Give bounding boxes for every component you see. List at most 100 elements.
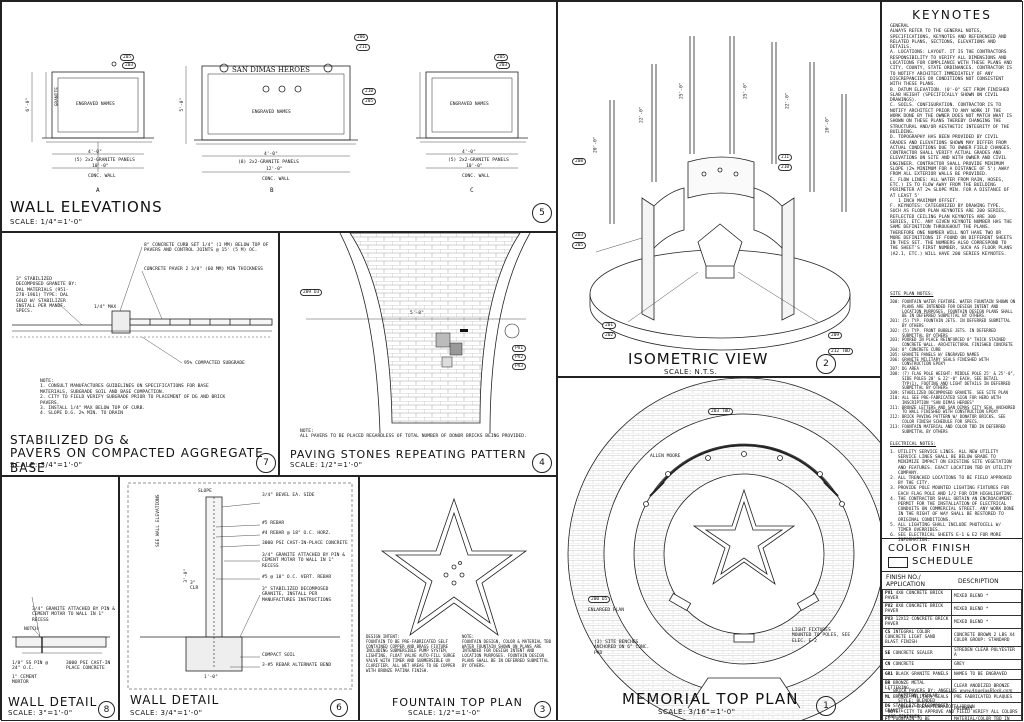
- paving-number: 4: [532, 453, 552, 473]
- schedule-application: CN CONCRETE: [882, 659, 952, 670]
- dg-section-drawing: [12, 246, 273, 364]
- iso-h5: 22'-0": [785, 92, 791, 110]
- wall-detail-6-drawing: [127, 482, 353, 690]
- wall-c-tag-1: 205: [494, 54, 509, 61]
- panel-isometric-view: 20'-0" 22'-0" 25'-0" 25'-0" 22'-0" 20'-0…: [557, 1, 881, 377]
- site-note-text: (5) TYP. FOUNTAIN JETS. IN DEFERRED SUBM…: [902, 318, 1011, 328]
- schedule-app-text: BRONZE METAL LETTERING: [885, 681, 925, 691]
- wd6-side-label: SEE WALL ELEVATIONS: [156, 494, 161, 547]
- schedule-title-1: COLOR FINISH: [888, 543, 972, 554]
- site-note-text: FOUNTAIN WATER FEATURE. WATER FOUNTAIN S…: [902, 299, 1016, 319]
- wd6-scale: SCALE: 3/4"=1'-0": [130, 709, 203, 717]
- wd6-title: WALL DETAIL: [130, 693, 220, 707]
- paving-tag-pv1: PV1: [512, 345, 527, 352]
- wall-elevations-number: 5: [532, 203, 552, 223]
- schedule-footer-4: COLOR: CREAM/TERRACOTTA/BROWN: [898, 704, 975, 710]
- panel-keynotes: KEYNOTES GENERAL ALWAYS REFER TO THE GEN…: [881, 1, 1023, 721]
- wall-a-dim-total: 10'-0": [92, 164, 109, 169]
- site-note-text: ALL SEE PRE-FABRICATED SIGN FOR HERO WIT…: [902, 394, 1001, 405]
- wall-b-engraved: ENGRAVED NAMES: [252, 110, 291, 115]
- paving-dim: 5'-8": [410, 311, 424, 316]
- wd6-callout-0: 3/4" BEVEL EA. SIDE: [262, 493, 315, 498]
- paving-tag-pv2: PV2: [512, 354, 527, 361]
- schedule-footer-2: PATTERN: ASHLAR: [898, 694, 938, 700]
- schedule-code: PV2: [885, 604, 896, 609]
- electrical-note-item: SEE ELECTRICAL SHEETS E-1 & E2 FOR MORE …: [898, 533, 1016, 543]
- wall-a-label: A: [96, 187, 100, 194]
- electrical-note-item: ALL LIGHTING SHALL INCLUDE PHOTOCELL W/ …: [898, 523, 1016, 533]
- wd6-clr: 3" CLR: [190, 581, 199, 592]
- schedule-description: MIXED BLEND *: [951, 615, 1022, 629]
- iso-tag-201: 201: [602, 322, 617, 329]
- site-note-number: 210:: [890, 394, 900, 400]
- iso-tag-205: 205: [572, 242, 587, 249]
- site-note-text: STABILIZED DECOMPOSED GRANITE. SEE SITE …: [902, 390, 1008, 396]
- memorial-tag-top: 203 TBD: [708, 408, 733, 415]
- iso-h2: 22'-0": [639, 106, 645, 124]
- schedule-application: CS INTEGRAL COLOR CONCRETE LIGHT SAND BL…: [882, 628, 952, 647]
- site-note-item: 206:GRANITE MILITARY SEALS FINISHED WITH…: [890, 357, 1016, 368]
- wall-c-dim-mid: 4'-0": [462, 150, 476, 155]
- dg-number: 7: [256, 453, 276, 473]
- panel-fountain-top-plan: DESIGN INTENT: FOUNTAIN TO BE PRE-FABRIC…: [359, 476, 557, 721]
- schedule-code: PV1: [885, 591, 896, 596]
- wd8-callout-concrete: 3000 PSI CAST-IN PLACE CONCRETE: [66, 661, 111, 672]
- wd8-title: WALL DETAIL: [8, 695, 98, 709]
- wd6-callout-5: #5 @ 18" O.C. VERT. REBAR: [262, 575, 332, 580]
- electrical-notes-list: UTILITY SERVICE LINES. ALL NEW UTILITY S…: [890, 450, 1016, 544]
- schedule-app-text: FOUNTAIN TO BE DETERMINED: [892, 717, 930, 721]
- wall-a-engraved: ENGRAVED NAMES: [76, 102, 115, 107]
- dg-callout-subgrade: 95% COMPACTED SUBGRADE: [184, 361, 245, 366]
- schedule-footer: * BRICK PAVERS BY: ANGELUS www.AngelusBl…: [888, 689, 1022, 720]
- schedule-code: SE: [885, 650, 893, 656]
- panel-wall-detail-8: 3/4" GRANITE ATTACHED BY PIN & CEMENT MO…: [1, 476, 119, 721]
- wd8-callout-granite: 3/4" GRANITE ATTACHED BY PIN & CEMENT MO…: [32, 607, 115, 623]
- dg-callout-paver: CONCRETE PAVER 2 3/8" (60 MM) MIN THICKN…: [144, 267, 263, 272]
- panel-wall-elevations: ENGRAVED NAMES GRANITE 6'-0" 4'-0" (5) 2…: [1, 1, 557, 232]
- iso-h4: 25'-0": [743, 82, 749, 100]
- site-note-text: BRONZE LETTERS AND SAN DIMAS CITY SEAL A…: [902, 404, 1016, 415]
- site-note-text: FOUNTAIN MATERIAL AND COLOR TBD IN DEFER…: [902, 423, 1006, 434]
- schedule-footer-3: STYLE: BLENDED: [898, 699, 936, 705]
- schedule-code: FT: [885, 717, 893, 721]
- fountain-number: 3: [534, 701, 551, 718]
- electrical-note-item: ALL TRENCHED LOCATIONS TO BE FIELD APPRO…: [898, 476, 1016, 486]
- fountain-note: NOTE: FOUNTAIN DESIGN, COLOR & MATERIAL …: [462, 634, 552, 668]
- site-note-item: 210:ALL SEE PRE-FABRICATED SIGN FOR HERO…: [890, 394, 1016, 406]
- site-note-item: 209:STABILIZED DECOMPOSED GRANITE. SEE S…: [890, 390, 1016, 396]
- iso-tag-209: 209: [828, 332, 843, 339]
- schedule-title-2: SCHEDULE: [912, 556, 975, 567]
- schedule-code: CS: [885, 630, 893, 635]
- site-note-item: 200:FOUNTAIN WATER FEATURE. WATER FOUNTA…: [890, 299, 1016, 319]
- wall-b-dim-h: 5'-0": [180, 97, 186, 112]
- memorial-light: LIGHT FIXTURES MOUNTED TO POLES, SEE ELE…: [792, 628, 851, 644]
- dg-title-1: STABILIZED DG &: [10, 433, 130, 447]
- memorial-allen: ALLEN MOORE: [650, 454, 681, 459]
- wall-b-dim-mid: 4'-0": [264, 152, 278, 157]
- site-note-number: 205:: [890, 351, 900, 357]
- schedule-footer-5: NOTE: CITY TO APPROVE AND FIELD VERIFY A…: [888, 709, 1018, 721]
- wd6-callout-3: 3000 PSI CAST-IN-PLACE CONCRETE: [262, 541, 348, 546]
- site-note-text: (7) FLAG POLE HEIGHT: MIDDLE POLE 25' & …: [902, 370, 1016, 391]
- site-note-text: GRANITE PANELS W/ ENGRAVED NAMES: [902, 351, 980, 357]
- wd6-callout-4: 3/4" GRANITE ATTACHED BY PIN & CEMENT MO…: [262, 553, 345, 569]
- keynotes-general: GENERAL ALWAYS REFER TO THE GENERAL NOTE…: [890, 24, 1012, 257]
- schedule-application: PV1 4X8 CONCRETE BRICK PAVER: [882, 589, 952, 603]
- site-note-item: 212:BRICK PAVING PATTERN W/ DONATOR BRIC…: [890, 414, 1016, 425]
- wall-a-tag-1: 205: [120, 54, 135, 61]
- schedule-app-text: 4X8 CONCRETE BRICK PAVER: [885, 591, 944, 601]
- site-note-item: 202:(5) TYP. FRONT BUBBLE JETS. IN DEFER…: [890, 328, 1016, 339]
- wall-a-granite: GRANITE: [54, 87, 60, 107]
- site-note-text: 8" CONCRETE CURB: [902, 346, 941, 352]
- site-note-number: 213:: [890, 423, 900, 429]
- site-note-text: POURED IN PLACE REINFORCED 8" THICK STAI…: [902, 337, 1013, 348]
- memorial-plan-drawing: [567, 378, 880, 720]
- schedule-description: STREDEN CLEAR POLYESTER A: [951, 646, 1022, 660]
- site-note-text: BRICK PAVING PATTERN W/ DONATOR BRICKS. …: [902, 414, 1006, 424]
- site-note-item: 201:(5) TYP. FOUNTAIN JETS. IN DEFERRED …: [890, 318, 1016, 329]
- schedule-app-text: CONCRETE SEALER: [892, 650, 933, 656]
- wall-c-label: C: [470, 187, 474, 194]
- schedule-app-text: INTEGRAL COLOR CONCRETE LIGHT SAND BLAST…: [885, 630, 936, 645]
